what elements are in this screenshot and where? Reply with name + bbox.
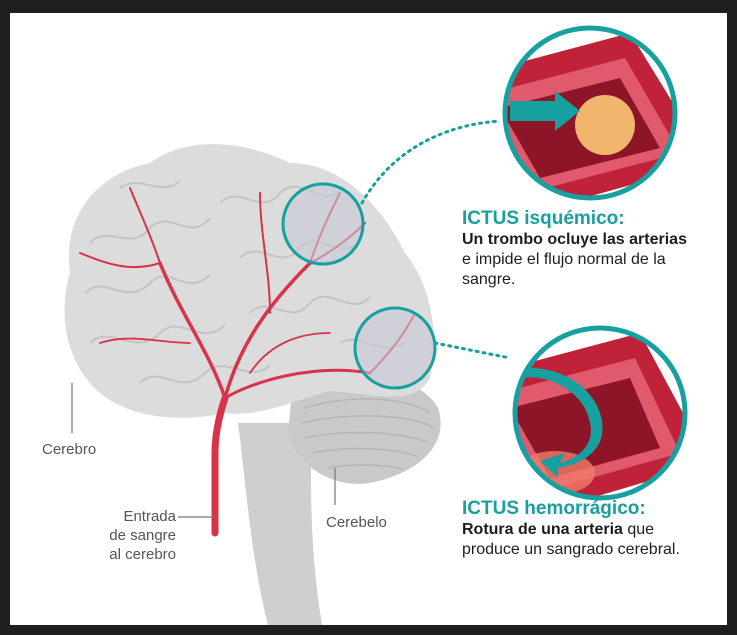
ischemic-line-3: sangre. xyxy=(462,270,687,290)
cerebelo-label: Cerebelo xyxy=(326,513,387,532)
cerebro-label: Cerebro xyxy=(42,440,96,459)
ischemic-connector xyxy=(362,121,500,203)
clot xyxy=(575,95,635,155)
entrada-line-3: al cerebro xyxy=(98,545,176,564)
hemorrhagic-title: ICTUS hemorrágico: xyxy=(462,498,680,520)
entrada-label: Entrada de sangre al cerebro xyxy=(98,507,176,564)
ischemic-text-block: ICTUS isquémico: Un trombo ocluye las ar… xyxy=(462,208,687,290)
hemorrhagic-description: Rotura de una arteria que produce un san… xyxy=(462,520,680,560)
entrada-line-1: Entrada xyxy=(98,507,176,526)
hemorrhagic-bold-text: Rotura de una arteria xyxy=(462,521,623,538)
ischemic-title: ICTUS isquémico: xyxy=(462,208,687,230)
entrada-line-2: de sangre xyxy=(98,526,176,545)
hemorrhagic-rest-line-1: que xyxy=(623,521,654,538)
hemorrhagic-inset xyxy=(490,323,710,513)
ischemic-line-2: e impide el flujo normal de la xyxy=(462,250,687,270)
hemorrhagic-connector xyxy=(435,343,510,358)
infographic-canvas: Cerebro Cerebelo Entrada de sangre al ce… xyxy=(10,13,727,625)
hemorrhagic-line-2: produce un sangrado cerebral. xyxy=(462,540,680,560)
ischemic-highlight-circle xyxy=(283,184,363,264)
hemorrhagic-text-block: ICTUS hemorrágico: Rotura de una arteria… xyxy=(462,498,680,560)
ischemic-bold-text: Un trombo ocluye las arterias xyxy=(462,231,687,248)
ischemic-description: Un trombo ocluye las arterias e impide e… xyxy=(462,230,687,290)
hemorrhagic-highlight-circle xyxy=(355,308,435,388)
